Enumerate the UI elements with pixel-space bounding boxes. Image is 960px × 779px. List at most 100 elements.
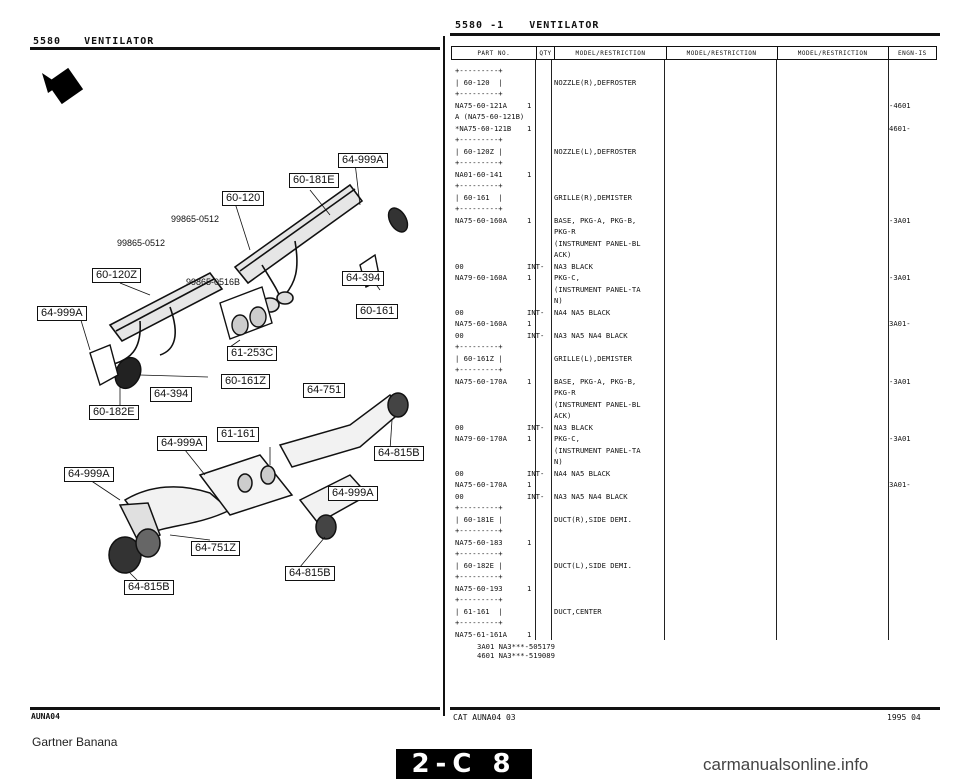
cell-eng: -3A01 (889, 215, 911, 225)
part-number-label: 99865-0512 (171, 214, 220, 224)
callout-label: 60-120 (222, 191, 265, 206)
cell-part: | 60-120 | (455, 77, 503, 87)
cell-part: +---------+ (455, 66, 503, 75)
cell-part: +---------+ (455, 526, 503, 535)
cell-part: +---------+ (455, 158, 503, 167)
exploded-diagram (42, 67, 409, 586)
cell-qty: INT- (527, 330, 545, 340)
cell-part: NA79-60-160A (455, 273, 507, 282)
cell-part: +---------+ (455, 572, 503, 581)
cell-qty: INT- (527, 261, 545, 271)
right-footer-rule (450, 707, 940, 710)
left-header-code: 5580 (33, 36, 62, 47)
direction-arrow-icon (42, 67, 84, 105)
duct-left-shape (108, 486, 232, 574)
cell-qty: INT- (527, 422, 545, 432)
cell-qty: INT- (527, 491, 545, 501)
cell-desc: BASE, PKG-A, PKG-B, (554, 215, 637, 225)
cell-desc: (INSTRUMENT PANEL-BL (554, 399, 641, 409)
cell-qty: 1 (527, 215, 532, 225)
leader-lines (79, 162, 393, 586)
right-header-rule (450, 33, 940, 36)
cell-part: NA75-60-121A (455, 100, 507, 110)
cell-part: *NA75-60-121B (455, 123, 512, 133)
cell-part: NA75-61-161A (455, 629, 507, 639)
cell-qty: 1 (527, 583, 532, 593)
cell-part: 00 (455, 468, 464, 478)
callout-label: 64-999A (157, 436, 207, 451)
callout-label: 60-161Z (221, 374, 270, 389)
cell-eng: -3A01 (889, 434, 911, 443)
column-header-model-1: MODEL/RESTRICTION (554, 46, 667, 60)
cell-part: | 60-181E | (455, 514, 503, 524)
cell-desc: N) (554, 296, 563, 305)
cell-desc: NOZZLE(L),DEFROSTER (554, 146, 637, 156)
cell-eng: 3A01- (889, 480, 911, 489)
right-header-title: VENTILATOR (529, 20, 600, 31)
cell-part: +---------+ (455, 618, 503, 627)
nozzle-left-shape (108, 271, 224, 366)
cell-desc: NA3 NA5 NA4 BLACK (554, 491, 628, 501)
watermark-left: Gartner Banana (32, 735, 118, 749)
note-line: 4601 NA3***-519089 (477, 651, 555, 660)
column-header-model-3: MODEL/RESTRICTION (776, 46, 889, 60)
part-number-label: 99865-0512 (117, 238, 166, 248)
right-header: 5580 -1 VENTILATOR (455, 20, 599, 31)
cell-part: NA79-60-170A (455, 434, 507, 443)
cell-desc: NA4 NA5 BLACK (554, 468, 611, 478)
cell-part: | 60-161 | (455, 192, 503, 202)
cell-desc: ACK) (554, 250, 572, 259)
cell-part: NA75-60-160A (455, 319, 507, 328)
cell-part: NA01-60-141 (455, 169, 503, 179)
callout-label: 64-815B (285, 566, 335, 581)
cell-desc: NA3 NA5 NA4 BLACK (554, 330, 628, 340)
cell-desc: GRILLE(R),DEMISTER (554, 192, 632, 202)
cell-eng: 4601- (889, 123, 911, 133)
cell-eng: -3A01 (889, 273, 911, 282)
cell-part: +---------+ (455, 89, 503, 98)
callout-label: 60-161 (356, 304, 399, 319)
watermark-right: carmanualsonline.info (703, 755, 869, 774)
cell-part: +---------+ (455, 503, 503, 512)
cell-part: | 61-161 | (455, 606, 503, 616)
callout-label: 64-999A (64, 467, 114, 482)
cell-part: NA75-60-183 (455, 537, 503, 547)
cell-part: +---------+ (455, 342, 503, 351)
callout-label: 64-815B (374, 446, 424, 461)
cell-qty: 1 (527, 434, 532, 443)
cell-desc: N) (554, 457, 563, 466)
left-header-rule (30, 47, 440, 50)
cell-part: 00 (455, 422, 464, 432)
page-divider (443, 36, 445, 716)
cell-part: A (NA75-60-121B) (455, 112, 525, 121)
cell-part: NA75-60-170A (455, 376, 507, 386)
column-divider (888, 60, 889, 640)
column-divider (776, 60, 777, 640)
left-footer-rule (30, 707, 440, 710)
cell-part: | 60-120Z | (455, 146, 503, 156)
callout-label: 61-253C (227, 346, 278, 361)
callout-label: 60-182E (89, 405, 139, 420)
cell-desc: (INSTRUMENT PANEL-TA (554, 445, 641, 455)
cell-desc: (INSTRUMENT PANEL-BL (554, 238, 641, 248)
cell-desc: PKG-C, (554, 273, 580, 282)
cell-part: 00 (455, 330, 464, 340)
page-badge: 2-C 8 (396, 749, 532, 779)
cell-qty: 1 (527, 376, 532, 386)
callout-label: 60-120Z (92, 268, 141, 283)
cell-desc: PKG-C, (554, 434, 580, 443)
cell-desc: GRILLE(L),DEMISTER (554, 353, 632, 363)
cell-eng: -3A01 (889, 376, 911, 386)
left-footer-code: AUNA04 (31, 712, 60, 721)
cell-part: +---------+ (455, 549, 503, 558)
cell-qty: 1 (527, 629, 532, 639)
cell-part: +---------+ (455, 595, 503, 604)
table-notes: 3A01 NA3***-505179 4601 NA3***-519089 (477, 642, 555, 660)
callout-label: 64-815B (124, 580, 174, 595)
callout-label: 64-751 (303, 383, 346, 398)
left-header-title: VENTILATOR (84, 36, 155, 47)
cell-desc: BASE, PKG-A, PKG-B, (554, 376, 637, 386)
column-divider (664, 60, 665, 640)
vent-left-shape (89, 344, 142, 390)
callout-label: 64-999A (328, 486, 378, 501)
